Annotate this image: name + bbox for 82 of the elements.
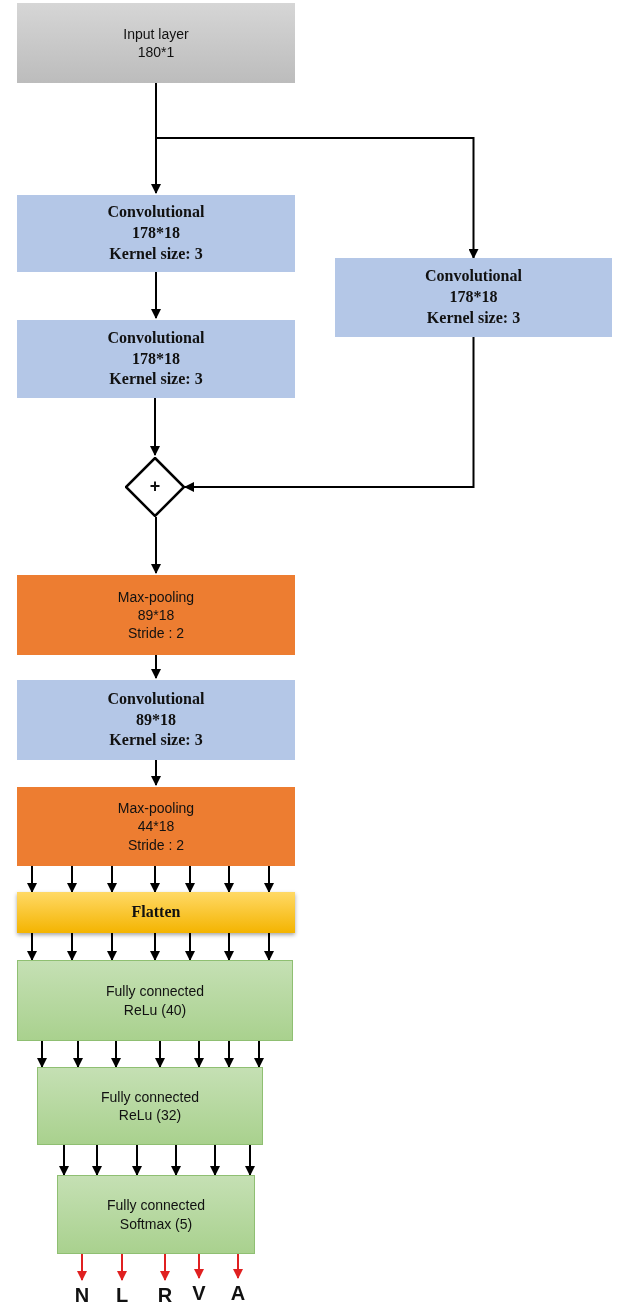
layer-parameter: Softmax (5)	[119, 1214, 193, 1233]
arrow	[160, 1253, 170, 1281]
arrow	[184, 336, 475, 492]
layer-name: Convolutional	[107, 202, 205, 223]
layer-parameter: 44*18	[137, 817, 175, 836]
arrow	[224, 865, 234, 893]
input-layer-box	[17, 3, 295, 83]
arrow	[151, 654, 161, 679]
layer-name: Fully connected	[105, 982, 205, 1001]
arrow	[27, 865, 37, 893]
layer-parameter: 178*18	[449, 287, 498, 308]
arrow	[107, 865, 117, 893]
layer-name: Fully connected	[106, 1196, 206, 1215]
layer-name: Convolutional	[107, 327, 205, 348]
arrow	[224, 932, 234, 961]
arrow	[37, 1040, 47, 1068]
arrow	[150, 865, 160, 893]
layer-parameter: 178*18	[132, 223, 180, 244]
arrow	[59, 1144, 69, 1176]
arrow	[67, 932, 77, 961]
max-pooling-layer-box	[17, 787, 295, 866]
max-pooling-layer-box	[17, 575, 295, 655]
layer-name: Max-pooling	[117, 799, 195, 818]
arrow	[254, 1040, 264, 1068]
layer-name: Max-pooling	[117, 587, 195, 606]
class-label: R	[157, 1283, 173, 1308]
arrow	[92, 1144, 102, 1176]
arrow	[194, 1040, 204, 1068]
arrow	[111, 1040, 121, 1068]
arrow	[67, 865, 77, 893]
dense-layer-box	[17, 960, 293, 1041]
layer-parameter: 178*18	[132, 348, 180, 369]
layer-name: Convolutional	[107, 688, 205, 709]
arrow	[185, 932, 195, 961]
layer-parameter: ReLu (40)	[123, 1000, 187, 1019]
layer-name: Flatten	[131, 902, 181, 923]
arrow	[150, 397, 160, 456]
flatten-layer-box	[17, 892, 295, 933]
layer-name: Fully connected	[100, 1087, 200, 1106]
arrow	[155, 1040, 165, 1068]
layer-parameter: 89*18	[137, 605, 175, 625]
arrow	[264, 865, 274, 893]
layer-name: Convolutional	[425, 266, 522, 287]
class-label: A	[230, 1281, 246, 1306]
convolution-layer-box	[335, 258, 612, 337]
arrow	[264, 932, 274, 961]
layer-parameter: Kernel size: 3	[109, 243, 203, 264]
layer-parameter: Kernel size: 3	[109, 369, 203, 390]
dense-layer-box	[57, 1175, 255, 1254]
class-label: N	[74, 1283, 90, 1308]
arrow	[210, 1144, 220, 1176]
layer-parameter: 89*18	[136, 709, 176, 730]
arrow	[150, 932, 160, 961]
convolution-layer-box	[17, 680, 295, 760]
class-label: V	[192, 1281, 206, 1306]
arrow	[77, 1253, 87, 1281]
arrow	[151, 271, 161, 319]
arrow	[185, 865, 195, 893]
class-label: L	[115, 1283, 129, 1308]
layer-parameter: ReLu (32)	[118, 1106, 182, 1125]
arrow	[27, 932, 37, 961]
layer-parameter: Kernel size: 3	[426, 307, 521, 328]
arrow	[151, 759, 161, 786]
convolution-layer-box	[17, 195, 295, 272]
arrow	[194, 1253, 204, 1279]
arrow	[107, 932, 117, 961]
layer-parameter: Stride : 2	[128, 835, 184, 854]
layer-parameter: Stride : 2	[128, 624, 184, 643]
layer-parameter: 180*1	[137, 43, 175, 62]
convolution-layer-box	[17, 320, 295, 398]
arrow	[233, 1253, 243, 1279]
arrow	[171, 1144, 181, 1176]
arrow	[151, 516, 161, 574]
layer-name: Input layer	[123, 24, 189, 43]
arrow	[224, 1040, 234, 1068]
arrow	[245, 1144, 255, 1176]
plus-sign: +	[149, 475, 161, 499]
arrow	[117, 1253, 127, 1281]
layer-parameter: Kernel size: 3	[109, 730, 203, 751]
dense-layer-box	[37, 1067, 263, 1145]
arrow	[132, 1144, 142, 1176]
arrow	[73, 1040, 83, 1068]
